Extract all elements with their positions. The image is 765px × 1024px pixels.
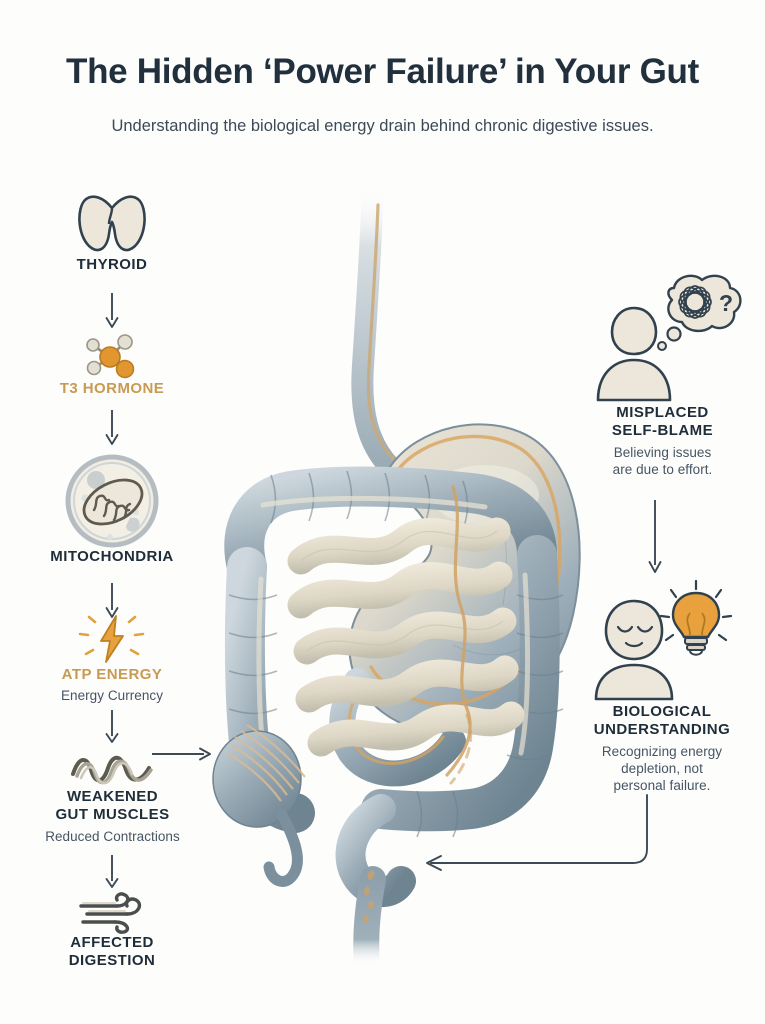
node-t3-hormone-label: T3 HORMONE xyxy=(59,380,165,397)
node-weakened-gut-muscles-label: WEAKENED GUT MUSCLES xyxy=(55,788,170,824)
connector-self-blame-to-understanding xyxy=(647,500,663,574)
node-atp-energy-label: ATP ENERGY xyxy=(61,666,163,683)
wind-flow-icon xyxy=(22,888,202,934)
connector-muscles-to-digestion xyxy=(104,855,120,889)
person-thought-bubble-icon: ? xyxy=(570,272,755,402)
person-lightbulb-icon xyxy=(562,579,762,701)
connector-thyroid-to-t3 xyxy=(104,293,120,329)
thyroid-gland-icon xyxy=(22,188,202,256)
node-thyroid: THYROID xyxy=(22,188,202,274)
esophagus-shape xyxy=(351,174,401,478)
connector-t3-to-mitochondria xyxy=(104,410,120,446)
node-weakened-gut-muscles-sub: Reduced Contractions xyxy=(45,828,180,844)
node-biological-understanding: BIOLOGICAL UNDERSTANDING Recognizing ene… xyxy=(562,579,762,794)
lightning-bolt-icon xyxy=(22,612,202,666)
connector-atp-to-gut xyxy=(152,745,214,763)
molecule-icon xyxy=(22,330,202,380)
node-t3-hormone: T3 HORMONE xyxy=(22,330,202,398)
node-weakened-gut-muscles: WEAKENED GUT MUSCLES Reduced Contraction… xyxy=(10,748,215,845)
node-misplaced-self-blame-label: MISPLACED SELF-BLAME xyxy=(611,404,714,440)
connector-atp-to-muscles xyxy=(104,710,120,744)
svg-text:?: ? xyxy=(719,290,733,316)
appendix-shape xyxy=(263,807,303,887)
node-mitochondria-label: MITOCHONDRIA xyxy=(50,548,174,565)
sigmoid-colon-shape xyxy=(335,794,416,907)
node-atp-energy: ATP ENERGY Energy Currency xyxy=(22,612,202,705)
page-subtitle: Understanding the biological energy drai… xyxy=(111,117,654,135)
node-atp-energy-sub: Energy Currency xyxy=(60,688,164,704)
node-biological-understanding-label: BIOLOGICAL UNDERSTANDING xyxy=(593,703,731,739)
cecum-shape xyxy=(212,724,306,887)
node-misplaced-self-blame: ? MISPLACED SELF-BLAME Believing issues … xyxy=(570,272,755,478)
rectum-shape xyxy=(353,866,386,978)
node-thyroid-label: THYROID xyxy=(76,256,148,273)
page-title: The Hidden ‘Power Failure’ in Your Gut xyxy=(66,52,699,91)
node-affected-digestion: AFFECTED DIGESTION xyxy=(22,888,202,971)
duodenum-shape xyxy=(329,668,466,787)
digestive-system-illustration xyxy=(185,174,585,978)
connector-understanding-to-gut xyxy=(415,794,665,885)
node-affected-digestion-label: AFFECTED DIGESTION xyxy=(68,934,156,970)
connector-mitochondria-to-atp xyxy=(104,583,120,619)
muscle-wave-icon xyxy=(10,748,215,788)
node-misplaced-self-blame-sub: Believing issues are due to effort. xyxy=(612,444,713,477)
node-mitochondria: MITOCHONDRIA xyxy=(22,452,202,566)
node-biological-understanding-sub: Recognizing energy depletion, not person… xyxy=(601,743,723,794)
mitochondria-cell-icon xyxy=(22,452,202,548)
